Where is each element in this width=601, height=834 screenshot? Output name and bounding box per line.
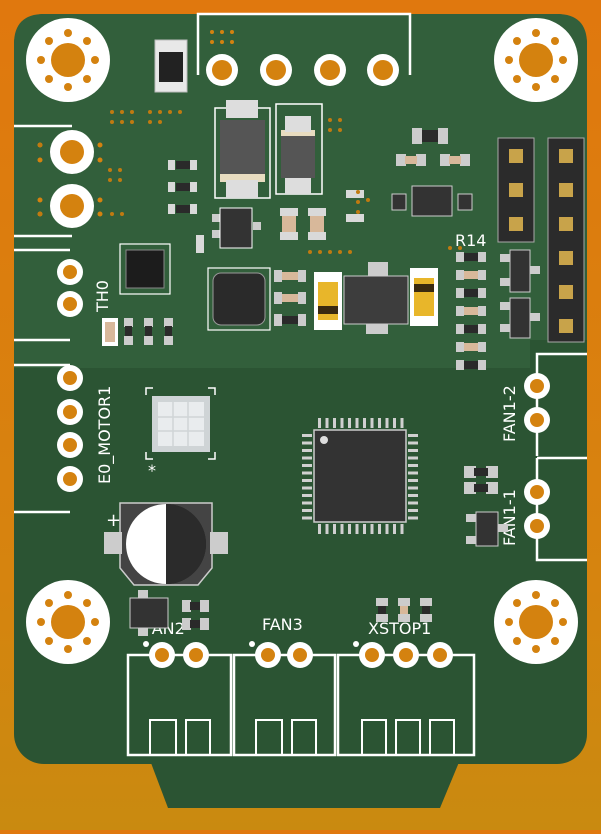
fan1-2-label: FAN1-2 (500, 385, 519, 442)
fuse-component (154, 39, 188, 93)
via-field (38, 110, 462, 254)
th0-filter-parts (102, 318, 173, 346)
mosfet-right-1 (500, 249, 540, 293)
transistor-sot (212, 207, 261, 249)
fan2-connector: FAN2 (126, 619, 233, 757)
voltage-regulator (343, 262, 409, 334)
top-header-connector (196, 12, 412, 86)
xstop1-label: XSTOP1 (368, 619, 431, 638)
resistor-column-right (456, 252, 486, 370)
th0-connector: TH0 (14, 248, 112, 342)
qfn-chip (119, 243, 171, 295)
smd-passives (168, 160, 364, 253)
th0-label: TH0 (93, 280, 112, 313)
power-input-terminal (14, 124, 103, 238)
r14-label: R14 (455, 231, 486, 250)
fan1-2-connector: FAN1-2 (500, 352, 587, 456)
driver-pin1-marker: * (148, 461, 156, 480)
mosfet-fan1 (464, 466, 508, 547)
stepper-driver-chip: * (145, 387, 216, 480)
tantalum-cap-2 (410, 268, 438, 326)
small-sot-right (391, 128, 473, 217)
inductor (207, 267, 271, 331)
mcu-lqfp (302, 418, 418, 534)
electrolytic-capacitor: + (104, 502, 228, 586)
cap-polarity-plus: + (106, 510, 121, 531)
resistor-array-mid (274, 270, 306, 326)
e0-motor-label: E0_MOTOR1 (95, 386, 115, 484)
fan2-mosfet (129, 590, 209, 636)
pin-header-3pin (497, 137, 535, 243)
diode-large-1 (214, 100, 271, 199)
pin-header-6pin (547, 137, 585, 343)
mounting-hole-bottom-right (494, 580, 578, 664)
xstop-passives (376, 598, 432, 622)
tantalum-cap-1 (314, 272, 342, 330)
diode-large-2 (275, 103, 323, 195)
fan1-1-label: FAN1-1 (500, 489, 519, 546)
mounting-hole-top-left (26, 18, 110, 102)
fan3-label: FAN3 (262, 615, 303, 634)
mounting-hole-bottom-left (26, 580, 110, 664)
xstop1-connector: XSTOP1 (336, 619, 476, 757)
e0-motor-connector: E0_MOTOR1 (14, 363, 115, 514)
fan3-connector: FAN3 (232, 615, 337, 757)
mosfet-right-2 (500, 297, 540, 339)
mounting-hole-top-right (494, 18, 578, 102)
